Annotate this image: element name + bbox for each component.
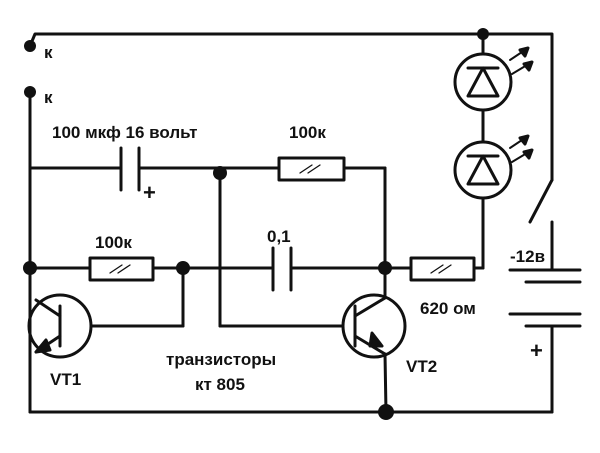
wire-vt2-base [218,171,357,328]
led-lower [453,134,534,200]
transistors-model-label: кт 805 [195,375,245,394]
junction-dot-left [23,261,37,275]
junction-dot-right [378,261,392,275]
transistors-label: транзисторы [166,350,276,369]
led-upper [453,46,534,112]
junction-dots [23,28,489,420]
res-620-label: 620 ом [420,299,476,318]
battery-plus-label: + [530,338,543,363]
terminal-dot-bottom [24,86,36,98]
wire-left-rail [28,90,123,314]
cap-01-label: 0,1 [267,227,291,246]
transistor-vt2 [341,266,554,414]
res-top-label: 100к [289,123,326,142]
resistor-100k-top [277,156,387,272]
contact-label-bottom: к [44,88,53,107]
junction-dot-ground [378,404,394,420]
terminal-dot-top [24,40,36,52]
capacitor-100uf [119,146,281,192]
voltage-label: -12в [510,247,545,266]
vt2-label: VT2 [406,357,437,376]
contact-label-top: к [44,43,53,62]
cap-100uf-label: 100 мкф 16 вольт [52,123,197,142]
res-left-label: 100к [95,233,132,252]
junction-dot-cap [213,166,227,180]
junction-dot-led [477,28,489,40]
wire-middle [28,256,275,328]
wire-contact-top [28,32,554,182]
vt1-label: VT1 [50,370,81,389]
transistor-vt1 [27,293,388,414]
junction-dot-mid [176,261,190,275]
battery [508,268,582,414]
switch [528,178,554,272]
cap-plus-label: + [143,180,156,205]
